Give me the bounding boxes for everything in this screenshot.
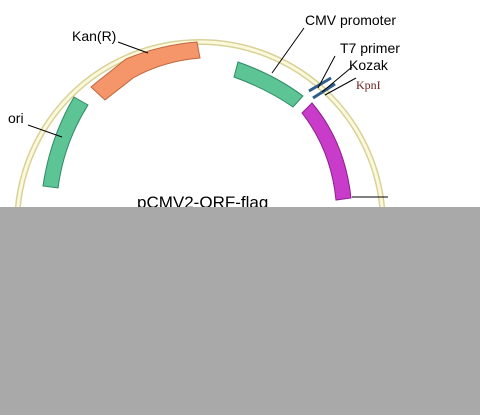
kozak-label: Kozak	[349, 57, 389, 73]
ori-label: ori	[8, 110, 24, 126]
kan-r-label: Kan(R)	[72, 28, 116, 44]
orf-segment[interactable]	[301, 102, 352, 201]
kpn1-site-label: KpnI	[356, 78, 381, 92]
ori-segment[interactable]	[42, 96, 89, 189]
t7-primer-label: T7 primer	[340, 40, 400, 56]
cmv-promoter-segment[interactable]	[233, 61, 304, 108]
occluding-gray-block	[0, 207, 480, 415]
cmv-promoter-label: CMV promoter	[305, 12, 396, 28]
leader-lines	[27, 27, 388, 198]
